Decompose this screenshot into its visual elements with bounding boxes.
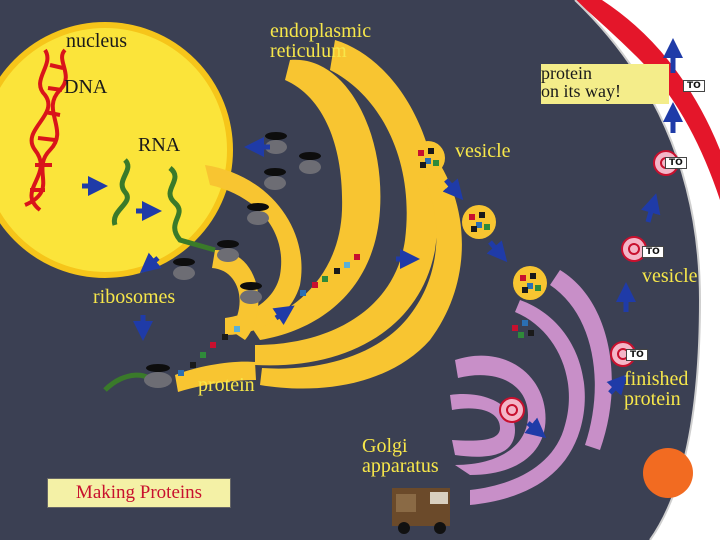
finished-protein-label: finished protein [624,368,689,410]
to-tag: TO [665,157,687,169]
ribosome-icon [144,132,321,388]
protein-on-way-label: protein on its way! [541,64,669,104]
vesicle-icon [411,141,679,423]
to-tag: TO [683,80,705,92]
rna-label: RNA [138,134,181,156]
dna-label: DNA [64,76,108,98]
ribosomes-label: ribosomes [93,286,176,308]
vesicle-label-right: vesicle [642,265,698,287]
protein-chain-icon [178,254,360,376]
vesicle-label-top: vesicle [455,140,511,162]
nucleus-label: nucleus [66,30,128,52]
to-tag: TO [642,246,664,258]
golgi-apparatus [450,270,612,505]
protein-label: protein [198,374,255,396]
dna-helix-icon [24,48,68,212]
diagram-title: Making Proteins [47,478,231,508]
endoplasmic-reticulum [175,40,462,392]
er-label: endoplasmic reticulum [270,20,372,62]
to-tag: TO [626,349,648,361]
cell-exterior [602,0,720,150]
delivery-truck-icon [392,488,450,534]
decorative-dot [643,448,693,498]
golgi-label: Golgi apparatus [362,435,439,477]
flow-arrows [82,38,683,439]
